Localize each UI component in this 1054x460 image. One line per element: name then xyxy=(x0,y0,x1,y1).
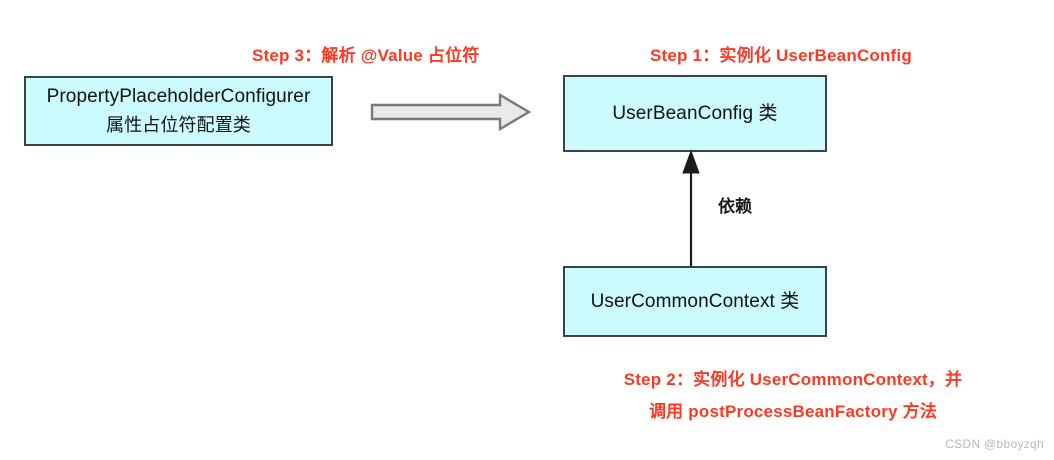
step-2-label: Step 2：实例化 UserCommonContext，并 调用 postPr… xyxy=(598,364,988,429)
step-3-label: Step 3：解析 @Value 占位符 xyxy=(252,46,480,65)
step-2-label-line-1: Step 2：实例化 UserCommonContext，并 xyxy=(623,370,963,389)
node-property-placeholder-configurer[interactable]: PropertyPlaceholderConfigurer 属性占位符配置类 xyxy=(24,76,333,146)
step-1-label: Step 1：实例化 UserBeanConfig xyxy=(650,46,912,65)
watermark-text: CSDN @bboyzqh xyxy=(945,437,1044,451)
node-user-bean-config[interactable]: UserBeanConfig 类 xyxy=(563,75,827,152)
node-ucc-title: UserCommonContext 类 xyxy=(590,290,800,312)
dependency-arrow-head-icon xyxy=(682,149,700,174)
node-ubc-title: UserBeanConfig 类 xyxy=(612,102,778,124)
block-arrow-right-icon xyxy=(370,92,532,132)
node-user-common-context[interactable]: UserCommonContext 类 xyxy=(563,266,827,337)
step-2-label-line-2: 调用 postProcessBeanFactory 方法 xyxy=(648,402,938,422)
node-ppc-title: PropertyPlaceholderConfigurer xyxy=(46,86,311,108)
edge-label-dependency: 依赖 xyxy=(718,197,752,216)
node-ppc-subtitle: 属性占位符配置类 xyxy=(106,114,251,135)
